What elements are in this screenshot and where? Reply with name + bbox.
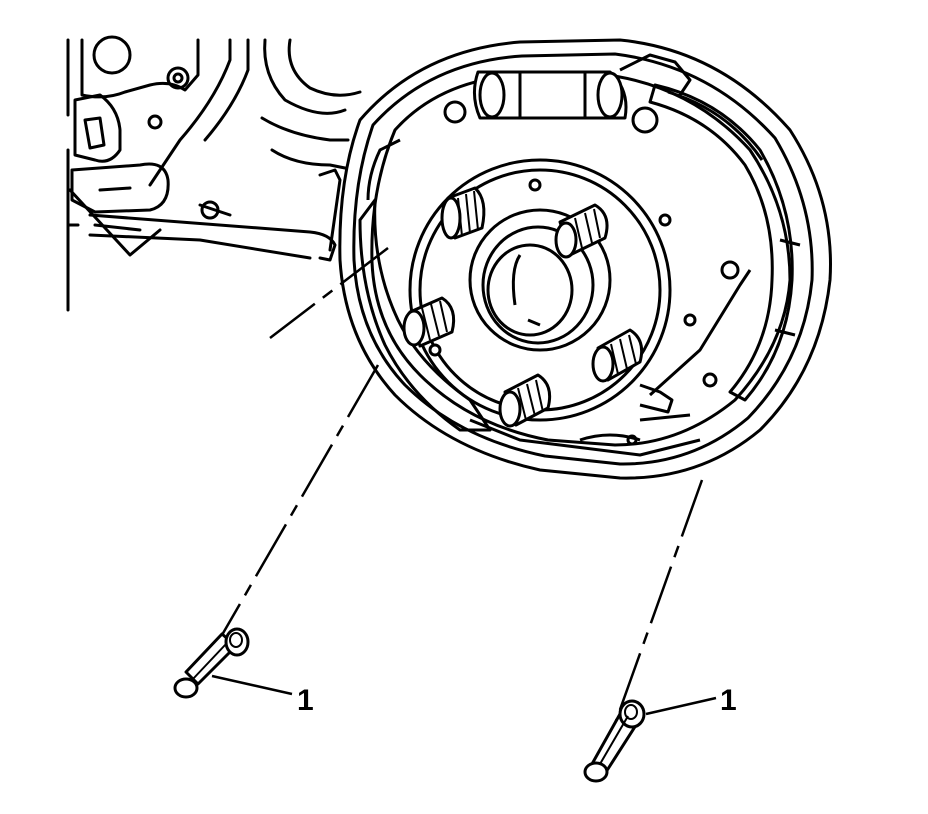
wheel-stud-top-right [554,203,609,259]
leader-lines [194,247,704,761]
wheel-stud [402,186,644,428]
suspension-structure [66,35,362,312]
callout-leader-left [211,674,293,696]
mounting-bolt-left [173,627,250,699]
callout-leader-right [645,696,717,716]
callout-label-right: 1 [720,684,737,717]
wheel-stud-bottom [498,373,552,428]
callout-right: 1 [645,684,737,717]
callout-label-left: 1 [297,684,314,717]
callout-left: 1 [211,674,314,717]
wheel-cylinder [443,53,692,134]
brake-shoe [358,83,794,457]
wheel-stud-left [402,296,456,348]
mounting-bolt-right [583,699,646,783]
leader-line-left [194,364,380,681]
leader-line-upper [269,247,389,339]
parking-brake-linkage [579,269,752,446]
wheel-stud-top-left [440,186,486,240]
wheel-stud-right [591,328,644,383]
leader-line-right [600,479,704,761]
